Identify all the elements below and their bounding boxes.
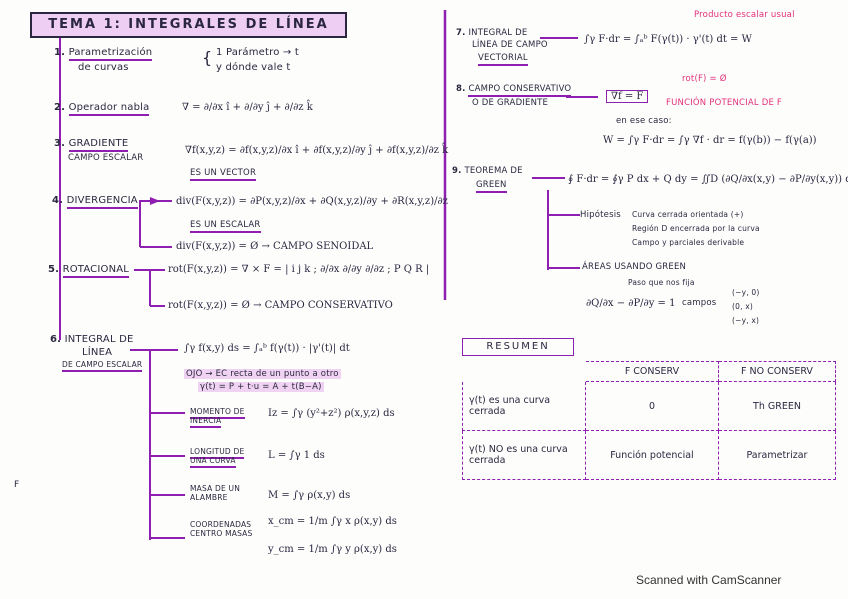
section-1-title: Parametrización <box>68 47 153 61</box>
section-3: 3. GRADIENTE <box>54 138 129 152</box>
xcm-formula: x_cm = 1/m ∫γ x ρ(x,y) ds <box>268 516 397 527</box>
areas-formula: ∂Q/∂x − ∂P/∂y = 1 <box>586 298 676 309</box>
mass-label: MASA DE UN ALAMBRE <box>190 484 241 502</box>
hypothesis-1: Curva cerrada orientada (+) <box>632 210 744 219</box>
hypothesis-3: Campo y parciales derivable <box>632 238 745 247</box>
dot-product-note: Producto escalar usual <box>694 10 795 20</box>
scanner-watermark: Scanned with CamScanner <box>636 573 782 587</box>
section-7-title: INTEGRAL DE <box>468 28 528 38</box>
summary-cell: Th GREEN <box>717 381 837 431</box>
field-option-3: (−y, x) <box>732 316 760 325</box>
length-formula: L = ∫γ 1 ds <box>268 450 325 461</box>
divergence-note: ES UN ESCALAR <box>190 220 261 233</box>
areas-fields-label: campos <box>682 298 717 308</box>
section-5: 5. ROTACIONAL <box>48 264 130 278</box>
table-row: F CONSERV F NO CONSERV <box>463 361 837 382</box>
summary-cell: Función potencial <box>585 430 719 480</box>
summary-cell: 0 <box>585 381 719 431</box>
section-6-title-2: LÍNEA <box>82 347 113 358</box>
gradient-note: ES UN VECTOR <box>190 168 257 181</box>
section-5-title: ROTACIONAL <box>62 264 130 278</box>
vector-line-integral-formula: ∫γ F·dr = ∫ₐᵇ F(γ(t)) · γ'(t) dt = W <box>584 34 752 45</box>
summary-label: RESUMEN <box>462 338 574 356</box>
potential-function-note: FUNCIÓN POTENCIAL DE F <box>666 98 782 108</box>
mass-formula: M = ∫γ ρ(x,y) ds <box>268 490 351 501</box>
green-theorem-formula: ∮ F·dr = ∮γ P dx + Q dy = ∬D (∂Q/∂x(x,y)… <box>568 174 848 185</box>
divergence-formula: div(F(x,y,z)) = ∂P(x,y,z)/∂x + ∂Q(x,y,z)… <box>176 196 448 207</box>
moment-formula: Iz = ∫γ (y²+z²) ρ(x,y,z) ds <box>268 408 395 419</box>
areas-label: ÁREAS USANDO GREEN <box>582 262 687 272</box>
curl-zero-note: rot(F) = Ø <box>682 74 727 84</box>
summary-table: F CONSERV F NO CONSERV γ(t) es una curva… <box>462 361 837 480</box>
title-banner: TEMA 1: INTEGRALES DE LÍNEA <box>30 12 347 38</box>
curl-zero-formula: rot(F(x,y,z)) = Ø → CAMPO CONSERVATIVO <box>168 300 393 311</box>
section-8-title: CAMPO CONSERVATIVO <box>468 84 572 97</box>
section-8: 8. CAMPO CONSERVATIVO <box>456 84 572 97</box>
section-6-title: INTEGRAL DE <box>64 334 134 345</box>
table-row: γ(t) es una curva cerrada 0 Th GREEN <box>462 381 837 431</box>
section-4: 4. DIVERGENCIA <box>52 195 138 209</box>
potential-formula: ∇f = F <box>606 90 649 103</box>
center-mass-label: COORDENADAS CENTRO MASAS <box>190 520 253 538</box>
line-equation-note-2: γ(t) = P + t·u = A + t(B−A) <box>198 382 324 392</box>
section-7-title-3: VECTORIAL <box>478 53 528 66</box>
section-2: 2. Operador nabla <box>54 102 150 116</box>
in-that-case-note: en ese caso: <box>616 116 672 126</box>
hypothesis-2: Región D encerrada por la curva <box>632 224 760 233</box>
gradient-formula: ∇f(x,y,z) = ∂f(x,y,z)/∂x î + ∂f(x,y,z)/∂… <box>185 145 449 156</box>
section-1-note-1: 1 Parámetro → t <box>216 47 299 58</box>
summary-row-closed: γ(t) es una curva cerrada <box>462 381 586 431</box>
moment-label: MOMENTO DE INERCIA <box>190 407 260 428</box>
section-4-title: DIVERGENCIA <box>66 195 138 209</box>
table-row: γ(t) NO es una curva cerrada Función pot… <box>462 430 837 480</box>
section-1: 1. Parametrización <box>54 47 153 61</box>
section-3-subtitle: CAMPO ESCALAR <box>68 153 144 163</box>
field-option-2: (0, x) <box>732 302 754 311</box>
section-1-subtitle: de curvas <box>78 62 129 73</box>
section-2-title: Operador nabla <box>68 102 150 116</box>
scalar-line-integral-formula: ∫γ f(x,y) ds = ∫ₐᵇ f(γ(t)) · |γ'(t)| dt <box>184 343 350 354</box>
line-equation-note-1: OJO → EC recta de un punto a otro <box>184 369 341 379</box>
summary-col-non-conservative: F NO CONSERV <box>717 361 837 382</box>
areas-note: Paso que nos fija <box>628 278 695 287</box>
section-7: 7. INTEGRAL DE <box>456 28 528 38</box>
section-7-title-2: LÍNEA DE CAMPO <box>472 40 548 50</box>
length-label: LONGITUD DE UNA CURVA <box>190 447 260 468</box>
divergence-zero-formula: div(F(x,y,z)) = Ø → CAMPO SENOIDAL <box>176 241 374 252</box>
page-title: TEMA 1: INTEGRALES DE LÍNEA <box>48 17 329 32</box>
summary-row-open: γ(t) NO es una curva cerrada <box>462 430 586 480</box>
hypotheses-label: Hipótesis <box>580 210 621 220</box>
work-potential-formula: W = ∫γ F·dr = ∫γ ∇f · dr = f(γ(b)) − f(γ… <box>603 135 817 146</box>
section-6-title-3: DE CAMPO ESCALAR <box>62 360 143 372</box>
section-9: 9. TEOREMA DE <box>452 166 523 176</box>
side-mark: F <box>14 480 20 490</box>
section-9-title: TEOREMA DE <box>464 166 523 176</box>
section-3-title: GRADIENTE <box>68 138 129 152</box>
field-option-1: (−y, 0) <box>732 288 760 297</box>
summary-cell: Parametrizar <box>717 430 837 480</box>
summary-col-conservative: F CONSERV <box>585 361 719 382</box>
section-6: 6. INTEGRAL DE <box>50 334 134 345</box>
brace: { <box>202 48 213 67</box>
section-1-note-2: y dónde vale t <box>216 62 291 73</box>
section-8-title-2: O DE GRADIENTE <box>472 98 549 108</box>
curl-formula: rot(F(x,y,z)) = ∇ × F = | i j k ; ∂/∂x ∂… <box>168 264 430 275</box>
ycm-formula: y_cm = 1/m ∫γ y ρ(x,y) ds <box>268 544 397 555</box>
nabla-formula: ∇ = ∂/∂x î + ∂/∂y ĵ + ∂/∂z k̂ <box>182 102 313 113</box>
section-9-title-2: GREEN <box>476 180 507 193</box>
